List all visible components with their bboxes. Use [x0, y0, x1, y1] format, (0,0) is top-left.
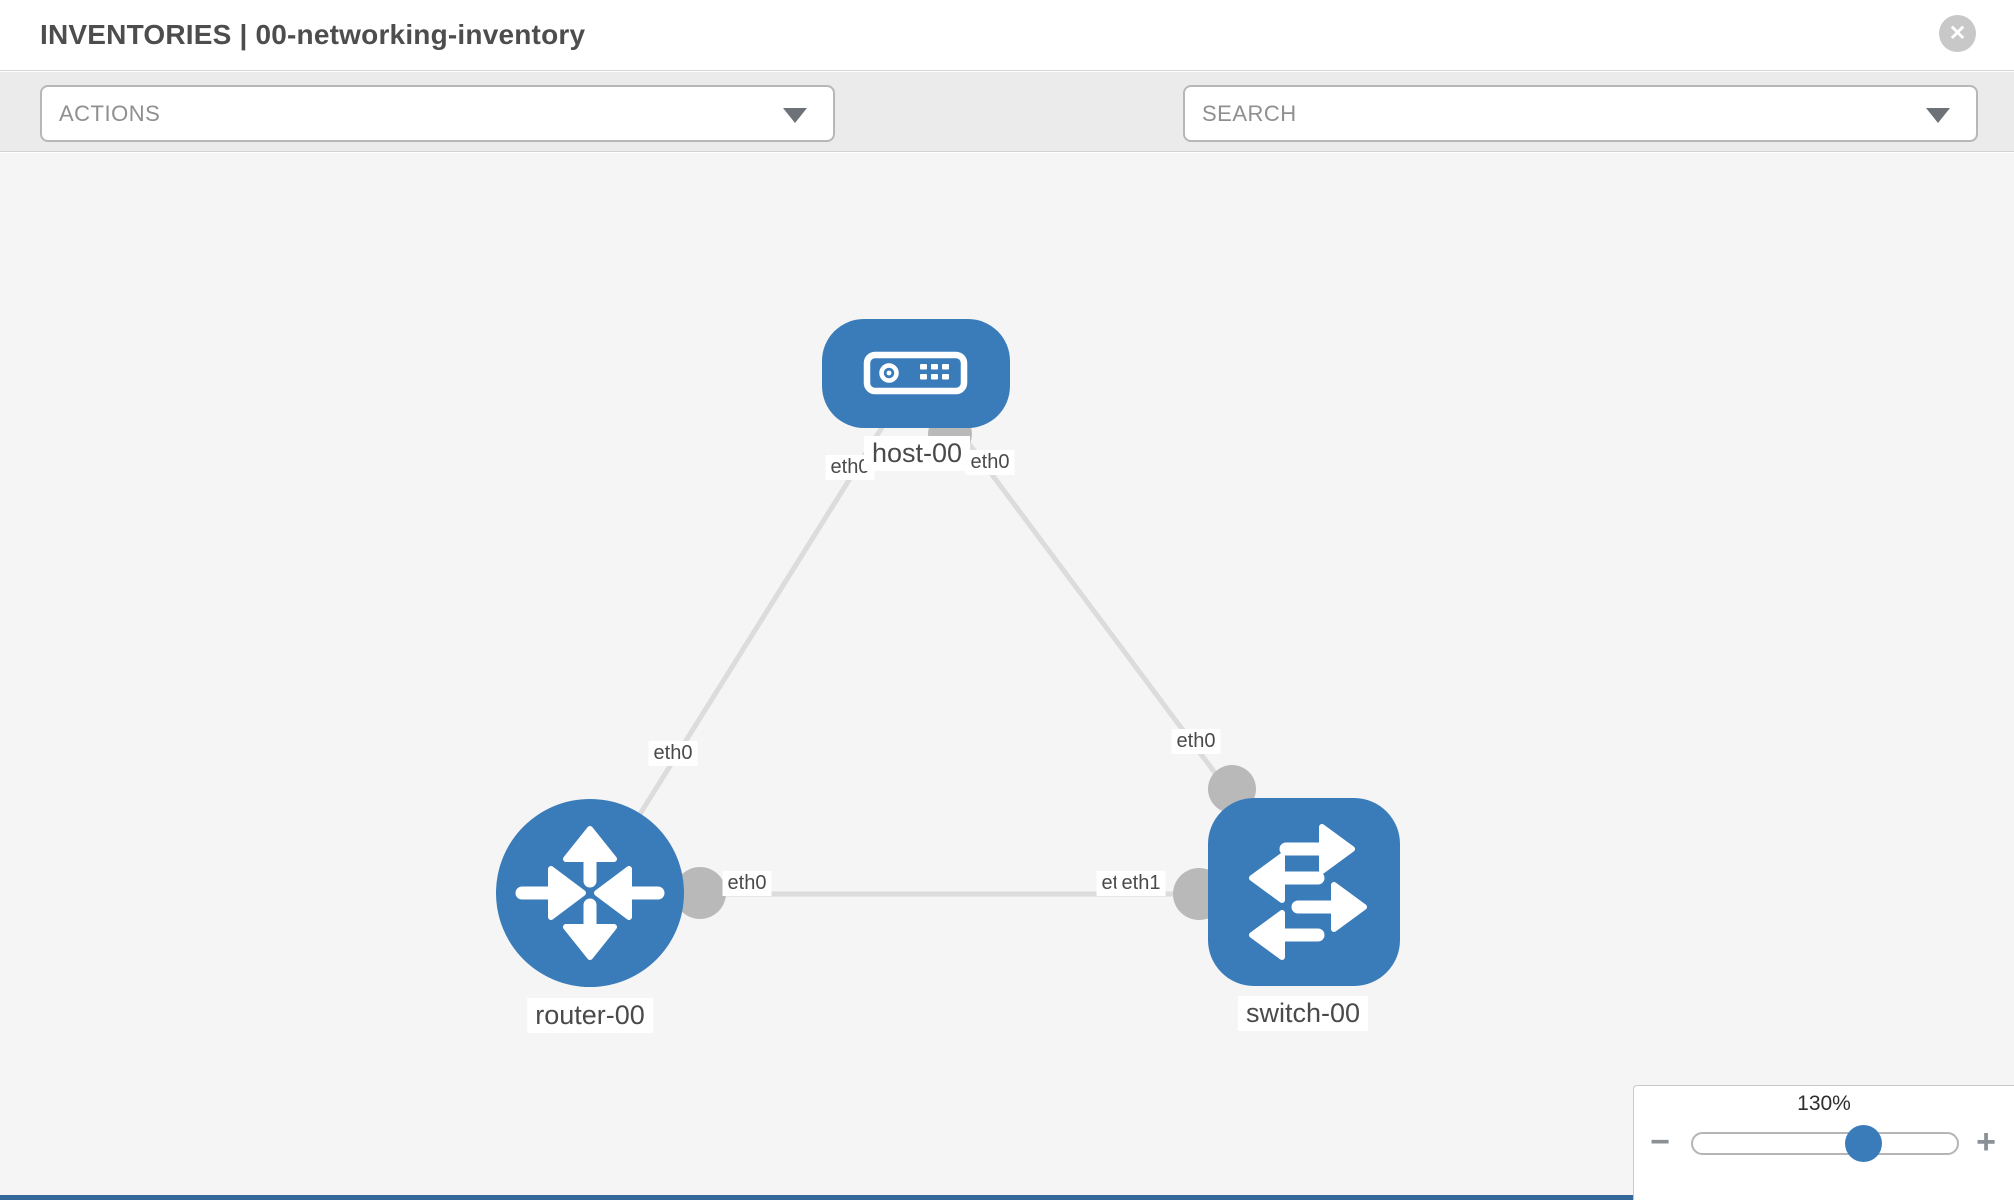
- interface-label: eth0: [965, 450, 1015, 475]
- interface-label: eth0: [648, 741, 698, 766]
- close-icon: ✕: [1948, 22, 1967, 45]
- chevron-down-icon: [783, 107, 807, 123]
- topology-svg: [496, 319, 1400, 987]
- switch-node[interactable]: [1208, 798, 1400, 986]
- node-label-host: host-00: [863, 436, 971, 471]
- zoom-slider-thumb[interactable]: [1845, 1125, 1882, 1162]
- interface-label: eth0: [1171, 729, 1221, 754]
- actions-dropdown[interactable]: ACTIONS: [40, 85, 835, 142]
- zoom-slider-track[interactable]: [1691, 1132, 1959, 1155]
- node-label-router: router-00: [527, 998, 653, 1033]
- router-icon: [515, 826, 665, 960]
- switch-icon: [1249, 824, 1367, 960]
- interface-label: eth1: [1116, 871, 1166, 896]
- search-dropdown[interactable]: SEARCH: [1183, 85, 1978, 142]
- host-node[interactable]: [822, 319, 1010, 428]
- zoom-level-label: 130%: [1797, 1092, 1851, 1115]
- host-icon: [863, 351, 968, 395]
- page-title: INVENTORIES | 00-networking-inventory: [40, 19, 586, 50]
- zoom-in-button[interactable]: +: [1976, 1122, 1996, 1161]
- interface-circle-router[interactable]: [674, 867, 726, 919]
- interface-label: eth0: [722, 871, 772, 896]
- router-node[interactable]: [496, 799, 684, 987]
- toolbar: ACTIONS SEARCH: [0, 72, 2014, 206]
- zoom-out-button[interactable]: −: [1650, 1122, 1670, 1161]
- header: INVENTORIES | 00-networking-inventory ✕: [0, 0, 2014, 71]
- actions-dropdown-label: ACTIONS: [59, 100, 161, 126]
- chevron-down-icon: [1926, 107, 1950, 123]
- search-placeholder: SEARCH: [1202, 100, 1297, 126]
- close-button[interactable]: ✕: [1939, 15, 1976, 52]
- topology-canvas[interactable]: eth0 host-00 eth0 eth0 eth0 eth0 eth0 et…: [0, 153, 2014, 1200]
- zoom-panel: 130% − +: [1633, 1085, 2014, 1200]
- bottom-section-edge: [0, 1195, 1633, 1200]
- node-label-switch: switch-00: [1237, 996, 1369, 1031]
